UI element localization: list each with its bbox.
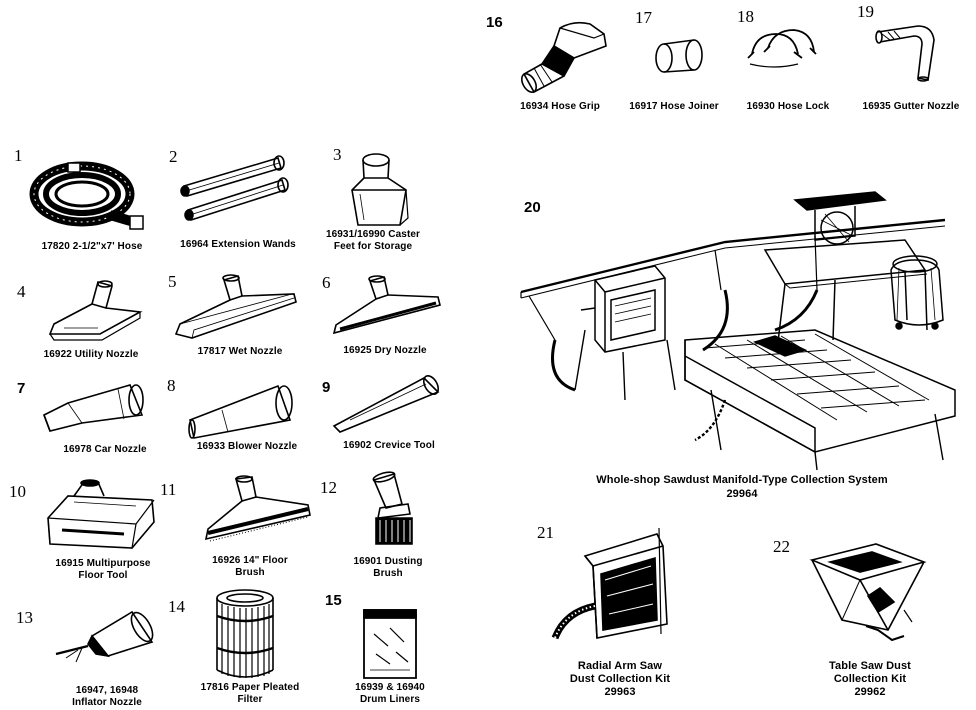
- floor-brush-illustration: [202, 475, 314, 550]
- part-number-14: 14: [168, 597, 185, 616]
- part-number-3: 3: [333, 145, 342, 164]
- part-number-15: 15: [325, 592, 342, 609]
- utility-nozzle-illustration: [40, 278, 150, 343]
- part-caption-5: 17817 Wet Nozzle: [197, 346, 283, 357]
- part-caption-8: 16933 Blower Nozzle: [196, 441, 298, 452]
- inflator-nozzle-illustration: [52, 608, 157, 668]
- part-caption-17: 16917 Hose Joiner: [629, 101, 719, 112]
- part-number-18: 18: [737, 7, 754, 26]
- part-number-19: 19: [857, 2, 874, 21]
- part-number-17: 17: [635, 8, 652, 27]
- radial-arm-saw-dust-kit-illustration: [545, 526, 675, 654]
- part-caption-2: 16964 Extension Wands: [180, 239, 296, 250]
- hose-lock-illustration: [744, 24, 820, 74]
- wet-nozzle-illustration: [172, 272, 300, 342]
- floor-tool-illustration: [44, 478, 159, 558]
- part-number-11: 11: [160, 480, 177, 499]
- table-saw-dust-kit-illustration: [808, 540, 928, 652]
- caster-foot-illustration: [340, 150, 415, 232]
- hose-joiner-illustration: [652, 36, 704, 78]
- blower-nozzle-illustration: [182, 380, 300, 440]
- hose-illustration: [30, 160, 145, 235]
- part-number-22: 22: [773, 537, 790, 556]
- part-number-9: 9: [322, 379, 331, 396]
- part-number-16: 16: [486, 14, 503, 31]
- part-number-10: 10: [9, 482, 26, 501]
- part-caption-1: 17820 2-1/2"x7' Hose: [41, 241, 143, 252]
- part-number-6: 6: [322, 273, 331, 292]
- part-caption-4: 16922 Utility Nozzle: [43, 349, 139, 360]
- extension-wands-illustration: [178, 150, 298, 222]
- crevice-tool-illustration: [330, 370, 445, 435]
- part-number-4: 4: [17, 282, 26, 301]
- part-caption-20: Whole-shop Sawdust Manifold-Type Collect…: [596, 474, 888, 500]
- hose-grip-illustration: [514, 16, 612, 96]
- part-number-1: 1: [14, 146, 23, 165]
- part-number-20: 20: [524, 199, 541, 216]
- pleated-filter-illustration: [212, 588, 278, 680]
- part-number-13: 13: [16, 608, 33, 627]
- part-number-5: 5: [168, 272, 177, 291]
- dusting-brush-illustration: [366, 470, 426, 552]
- dry-nozzle-illustration: [330, 275, 445, 340]
- part-caption-7: 16978 Car Nozzle: [63, 444, 147, 455]
- part-number-7: 7: [17, 380, 26, 397]
- part-number-12: 12: [320, 478, 337, 497]
- part-caption-6: 16925 Dry Nozzle: [343, 345, 427, 356]
- part-caption-19: 16935 Gutter Nozzle: [862, 101, 960, 112]
- part-number-21: 21: [537, 523, 554, 542]
- part-caption-9: 16902 Crevice Tool: [343, 440, 435, 451]
- drum-liners-illustration: [360, 608, 420, 680]
- manifold-collection-system-illustration: [515, 180, 975, 470]
- part-number-8: 8: [167, 376, 176, 395]
- part-caption-18: 16930 Hose Lock: [746, 101, 830, 112]
- gutter-nozzle-illustration: [872, 20, 942, 84]
- car-nozzle-illustration: [38, 375, 150, 435]
- part-number-2: 2: [169, 147, 178, 166]
- part-caption-16: 16934 Hose Grip: [520, 101, 600, 112]
